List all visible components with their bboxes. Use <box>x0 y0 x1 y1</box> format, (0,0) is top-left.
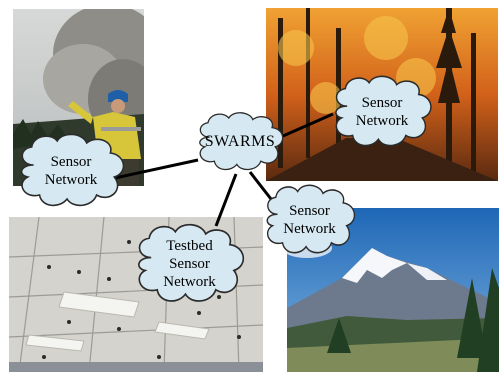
sensor-network-cloud-top-right: Sensor Network <box>327 73 437 151</box>
swarms-hub-cloud: SWARMS <box>192 110 288 174</box>
swarms-label: SWARMS <box>204 133 276 150</box>
sensor-network-label-middle: Sensor Network <box>283 203 336 237</box>
sensor-network-cloud-left: Sensor Network <box>12 131 130 211</box>
mountain-photo <box>287 208 499 372</box>
firefighter-photo <box>13 9 144 186</box>
testbed-sensor-network-cloud: Testbed Sensor Network <box>129 221 250 307</box>
sensor-network-label-top-right: Sensor Network <box>355 95 409 129</box>
sensor-network-cloud-middle: Sensor Network <box>259 182 360 258</box>
sensor-network-label-left: Sensor Network <box>44 154 98 188</box>
testbed-sensor-network-label: Testbed Sensor Network <box>163 238 216 290</box>
